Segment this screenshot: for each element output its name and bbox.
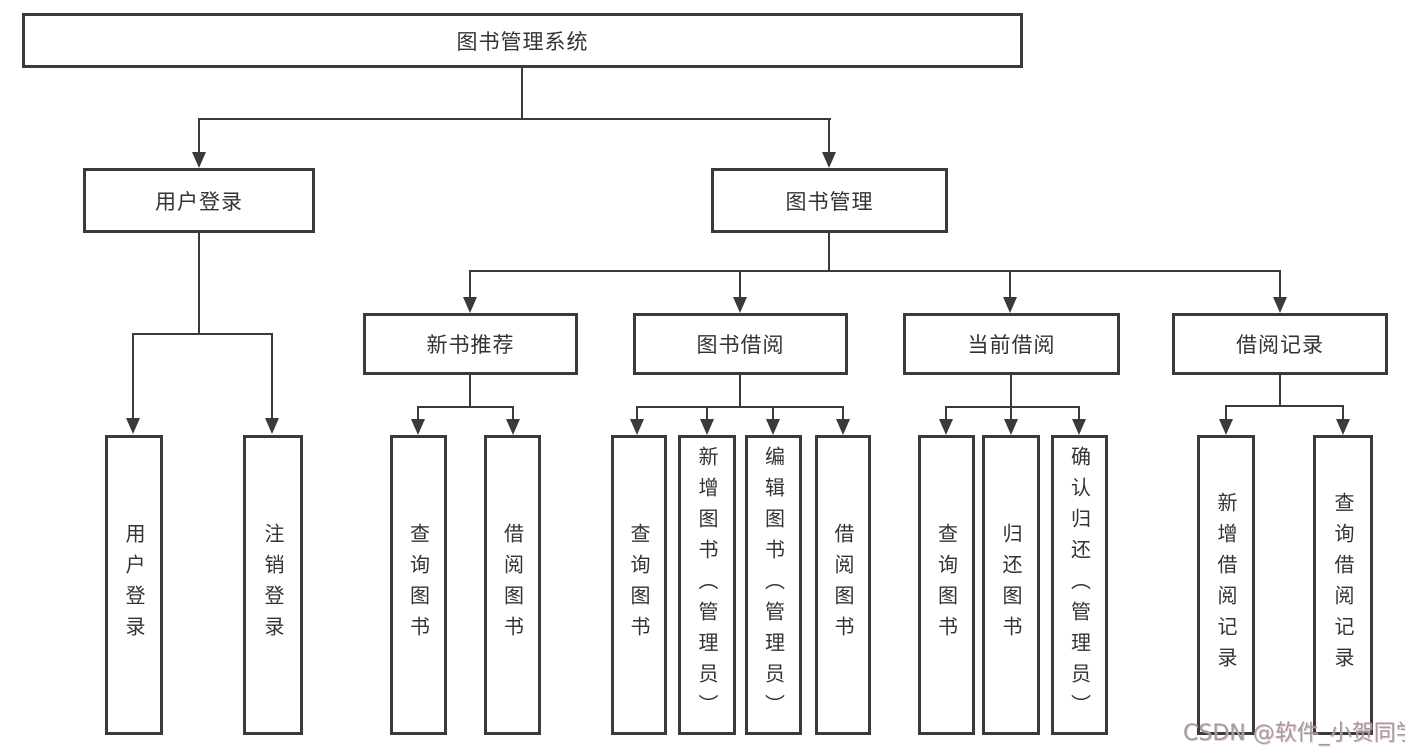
connector-line (198, 233, 200, 335)
leaf-query-borrow-record: 查询借阅记录 (1313, 435, 1373, 735)
node-label: 图书借阅 (696, 333, 785, 357)
node-label: 查询图书 (627, 523, 651, 647)
connector-line (828, 233, 830, 272)
connector-line (521, 68, 523, 120)
connector-line (132, 333, 273, 335)
leaf-return-books: 归还图书 (982, 435, 1040, 735)
node-label: 用户登录 (122, 523, 146, 647)
arrowhead-down-icon (192, 152, 206, 168)
leaf-add-books-admin: 新增图书（管理员） (678, 435, 736, 735)
node-book-management: 图书管理 (711, 168, 948, 233)
arrowhead-down-icon (1004, 419, 1018, 435)
leaf-query-books-3: 查询图书 (918, 435, 975, 735)
connector-line (739, 270, 741, 299)
node-label: 编辑图书（管理员） (761, 445, 786, 725)
connector-line (512, 406, 514, 421)
arrowhead-down-icon (1003, 297, 1017, 313)
node-label: 查询借阅记录 (1331, 492, 1355, 678)
arrowhead-down-icon (1336, 419, 1350, 435)
arrowhead-down-icon (630, 419, 644, 435)
connector-line (1078, 406, 1080, 421)
node-label: 查询图书 (934, 523, 959, 647)
connector-line (271, 333, 273, 420)
arrowhead-down-icon (1273, 297, 1287, 313)
connector-line (1225, 405, 1344, 407)
connector-line (945, 406, 947, 421)
arrowhead-down-icon (700, 419, 714, 435)
arrowhead-down-icon (506, 419, 520, 435)
connector-line (1279, 375, 1281, 406)
node-label: 归还图书 (999, 523, 1023, 647)
node-label: 注销登录 (261, 523, 285, 647)
node-current-borrowing: 当前借阅 (903, 313, 1120, 375)
arrowhead-down-icon (411, 419, 425, 435)
arrowhead-down-icon (126, 418, 140, 434)
node-new-book-recommend: 新书推荐 (363, 313, 578, 375)
leaf-user-login: 用户登录 (105, 435, 163, 735)
connector-line (417, 406, 419, 421)
node-label: 借阅记录 (1236, 333, 1324, 357)
connector-line (469, 375, 471, 408)
node-label: 借阅图书 (831, 523, 855, 647)
connector-line (636, 406, 638, 421)
connector-line (198, 118, 200, 154)
connector-line (1225, 405, 1227, 421)
connector-line (945, 406, 1080, 408)
csdn-watermark: CSDN @软件_小贺同学 (1183, 721, 1405, 746)
arrowhead-down-icon (836, 419, 850, 435)
connector-line (828, 118, 830, 154)
connector-line (417, 406, 514, 408)
arrowhead-down-icon (1219, 419, 1233, 435)
node-user-login: 用户登录 (83, 168, 315, 233)
connector-line (469, 270, 471, 299)
connector-line (132, 333, 134, 420)
connector-line (1342, 405, 1344, 421)
connector-line (706, 406, 708, 421)
arrowhead-down-icon (463, 297, 477, 313)
connector-line (1010, 375, 1012, 408)
node-label: 图书管理系统 (456, 29, 589, 54)
arrowhead-down-icon (265, 418, 279, 434)
connector-line (772, 406, 774, 421)
connector-line (1009, 270, 1011, 299)
leaf-query-books-1: 查询图书 (390, 435, 447, 735)
connector-line (739, 375, 741, 408)
arrowhead-down-icon (1072, 419, 1086, 435)
arrowhead-down-icon (939, 419, 953, 435)
node-label: 确认归还（管理员） (1067, 445, 1092, 725)
connector-line (469, 270, 1281, 272)
node-label: 用户登录 (155, 189, 243, 214)
node-book-borrowing: 图书借阅 (633, 313, 848, 375)
leaf-confirm-return-admin: 确认归还（管理员） (1051, 435, 1108, 735)
node-borrowing-records: 借阅记录 (1172, 313, 1388, 375)
node-label: 查询图书 (406, 523, 431, 647)
leaf-borrow-books-1: 借阅图书 (484, 435, 541, 735)
leaf-add-borrow-record: 新增借阅记录 (1197, 435, 1255, 735)
node-label: 新书推荐 (426, 333, 515, 357)
leaf-query-books-2: 查询图书 (611, 435, 667, 735)
connector-line (1010, 406, 1012, 421)
node-label: 借阅图书 (500, 523, 525, 647)
node-library-system: 图书管理系统 (22, 13, 1023, 68)
leaf-borrow-books-2: 借阅图书 (815, 435, 871, 735)
node-label: 当前借阅 (967, 333, 1056, 357)
arrowhead-down-icon (766, 419, 780, 435)
leaf-edit-books-admin: 编辑图书（管理员） (745, 435, 802, 735)
connector-line (198, 118, 831, 120)
arrowhead-down-icon (733, 297, 747, 313)
leaf-logout: 注销登录 (243, 435, 303, 735)
connector-line (842, 406, 844, 421)
node-label: 新增借阅记录 (1214, 492, 1238, 678)
arrowhead-down-icon (822, 152, 836, 168)
connector-line (1279, 270, 1281, 299)
connector-line (636, 406, 844, 408)
node-label: 图书管理 (785, 189, 874, 214)
node-label: 新增图书（管理员） (695, 445, 719, 725)
